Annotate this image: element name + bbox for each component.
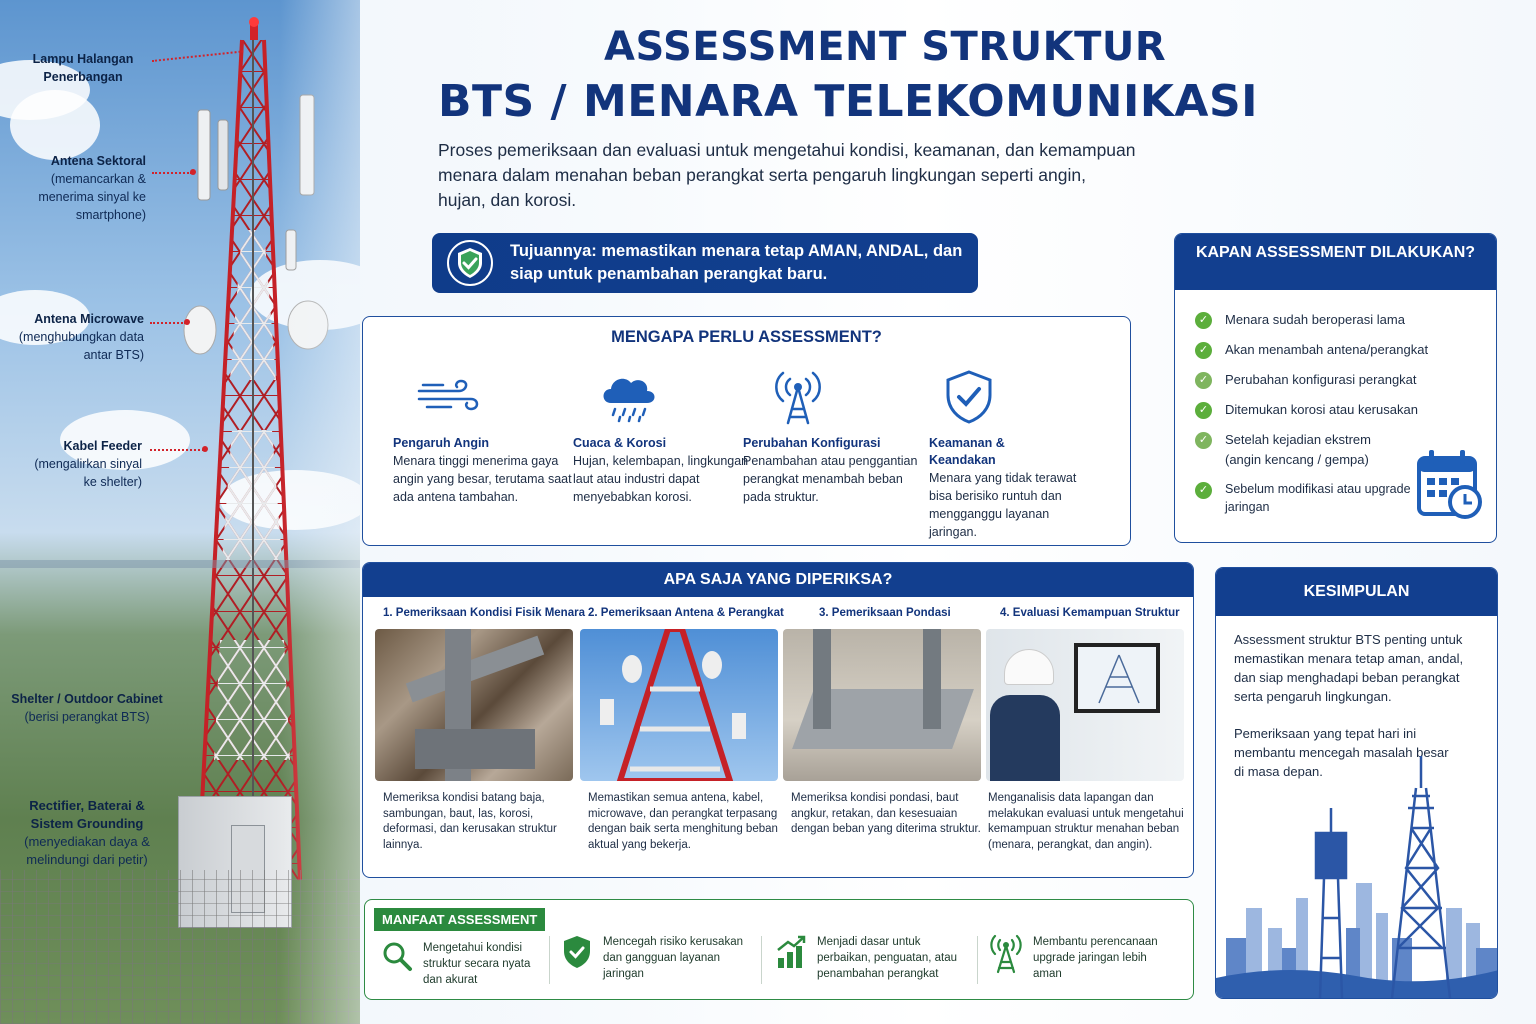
calendar-icon xyxy=(1417,450,1482,519)
callout-antena-microwave: Antena Microwave(menghubungkan data anta… xyxy=(18,312,144,362)
inspection-step: 4. Evaluasi Kemampuan Struktur Menganali… xyxy=(986,607,1184,851)
check-icon: ✓ xyxy=(1195,402,1212,419)
benefit-item: Membantu perencanaan upgrade jaringan le… xyxy=(989,934,1189,982)
shield-check-icon xyxy=(447,240,493,286)
check-icon: ✓ xyxy=(1195,482,1212,499)
rain-cloud-icon xyxy=(603,378,655,423)
list-item: ✓Menara sudah beroperasi lama xyxy=(1195,310,1405,330)
shield-check-icon xyxy=(564,936,590,968)
benefit-item: Mengetahui kondisi struktur secara nyata… xyxy=(381,940,551,988)
when-assessment-card: KAPAN ASSESSMENT DILAKUKAN? ✓Menara suda… xyxy=(1174,233,1497,543)
list-item: ✓Akan menambah antena/perangkat xyxy=(1195,340,1428,360)
benefit-item: Mencegah risiko kerusakan dan gangguan l… xyxy=(561,934,751,982)
list-item: ✓Ditemukan korosi atau kerusakan xyxy=(1195,400,1418,420)
benefit-item: Menjadi dasar untuk perbaikan, penguatan… xyxy=(775,934,975,982)
goal-text: Tujuannya: memastikan menara tetap AMAN,… xyxy=(510,242,963,283)
inspection-step: 2. Pemeriksaan Antena & Perangkat Memast… xyxy=(580,607,784,853)
list-item: ✓Perubahan konfigurasi perangkat xyxy=(1195,370,1417,390)
inspection-step: 1. Pemeriksaan Kondisi Fisik Menara Meme… xyxy=(375,607,585,853)
city-skyline-illustration xyxy=(1216,756,1497,998)
callout-kabel-feeder: Kabel Feeder(mengalirkan sinyal ke shelt… xyxy=(34,439,142,489)
conclusion-title: KESIMPULAN xyxy=(1216,568,1497,616)
goal-banner: Tujuannya: memastikan menara tetap AMAN,… xyxy=(432,233,978,293)
page-title-line2: BTS / MENARA TELEKOMUNIKASI xyxy=(438,76,1259,127)
inspection-step: 3. Pemeriksaan Pondasi Memeriksa kondisi… xyxy=(783,607,981,838)
benefits-card: MANFAAT ASSESSMENT Mengetahui kondisi st… xyxy=(364,899,1194,1000)
shield-check-icon xyxy=(946,370,992,424)
magnifier-icon xyxy=(383,942,412,971)
callout-rectifier: Rectifier, Baterai & Sistem Grounding(me… xyxy=(24,798,150,867)
list-item: ✓Setelah kejadian ekstrem (angin kencang… xyxy=(1195,430,1385,470)
conclusion-paragraph: Pemeriksaan yang tepat hari ini membantu… xyxy=(1234,726,1449,779)
wind-icon xyxy=(417,379,479,411)
check-icon: ✓ xyxy=(1195,312,1212,329)
callout-shelter: Shelter / Outdoor Cabinet(berisi perangk… xyxy=(11,692,163,724)
antenna-icon xyxy=(775,371,821,425)
tower-signal-icon xyxy=(990,934,1022,974)
list-item: ✓Sebelum modifikasi atau upgrade jaringa… xyxy=(1195,480,1415,516)
check-icon: ✓ xyxy=(1195,432,1212,449)
growth-chart-icon xyxy=(777,935,806,968)
why-title: MENGAPA PERLU ASSESSMENT? xyxy=(611,328,882,346)
intro-text: Proses pemeriksaan dan evaluasi untuk me… xyxy=(438,140,1136,210)
benefits-title: MANFAAT ASSESSMENT xyxy=(374,908,546,931)
what-title: APA SAJA YANG DIPERIKSA? xyxy=(363,563,1193,597)
page-title-line1: ASSESSMENT STRUKTUR xyxy=(604,24,1167,70)
check-icon: ✓ xyxy=(1195,372,1212,389)
foundation-photo xyxy=(783,629,981,781)
engineer-computer-photo xyxy=(986,629,1184,781)
callout-antena-sektoral: Antena Sektoral(memancarkan & menerima s… xyxy=(38,154,146,222)
conclusion-paragraph: Assessment struktur BTS penting untuk me… xyxy=(1234,632,1464,704)
antenna-photo xyxy=(580,629,778,781)
when-title: KAPAN ASSESSMENT DILAKUKAN? xyxy=(1175,234,1496,290)
conclusion-card: KESIMPULAN Assessment struktur BTS penti… xyxy=(1215,567,1498,999)
check-icon: ✓ xyxy=(1195,342,1212,359)
why-assessment-card: MENGAPA PERLU ASSESSMENT? Pengaruh Angin… xyxy=(362,316,1131,546)
steel-joint-photo xyxy=(375,629,573,781)
what-checked-card: APA SAJA YANG DIPERIKSA? 1. Pemeriksaan … xyxy=(362,562,1194,878)
